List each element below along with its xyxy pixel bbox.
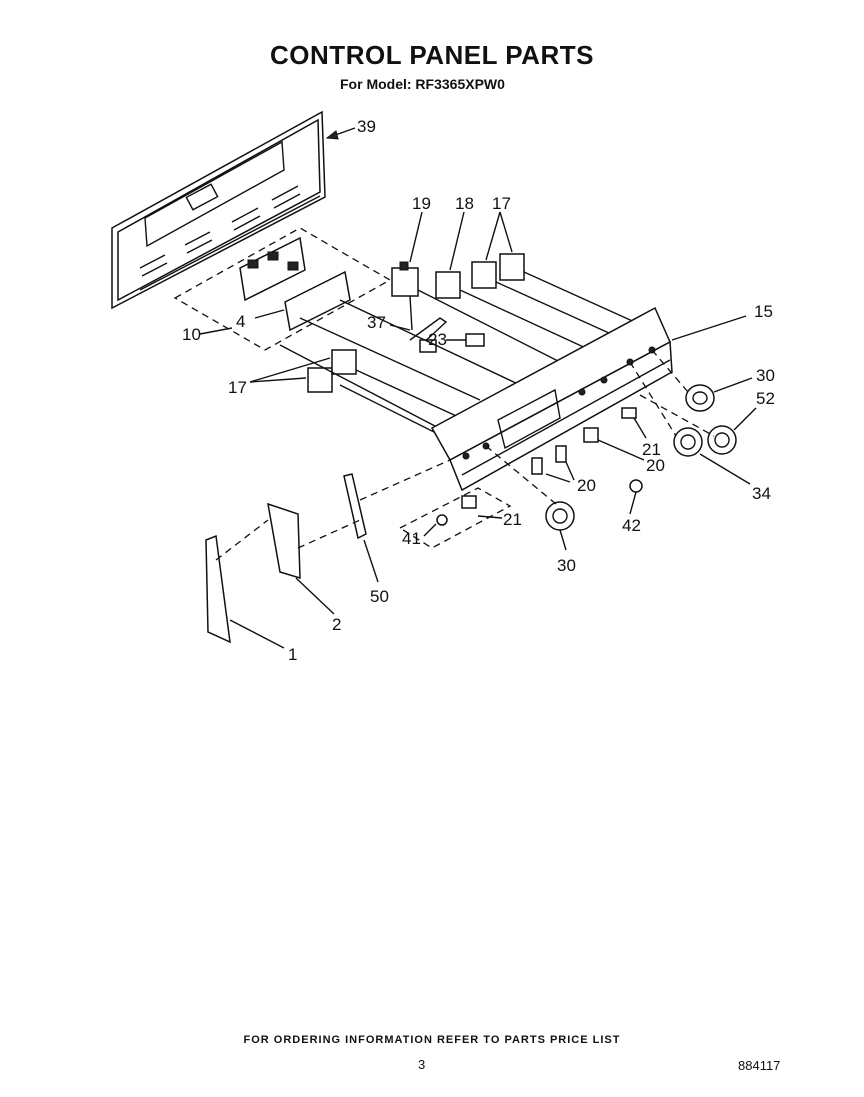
- part-2-end-cap: [267, 502, 361, 615]
- callout-30-right: 30: [756, 366, 775, 385]
- callout-20-center: 20: [577, 476, 596, 495]
- callout-17-top: 17: [492, 194, 511, 213]
- part-23-terminal: [446, 333, 485, 347]
- part-50-bracket: [343, 459, 451, 583]
- part-30-knob-lower: [485, 445, 575, 551]
- ordering-note: FOR ORDERING INFORMATION REFER TO PARTS …: [243, 1034, 621, 1046]
- page-title: CONTROL PANEL PARTS: [270, 40, 594, 70]
- callout-21-right: 21: [642, 440, 661, 459]
- callout-30-lower: 30: [557, 556, 576, 575]
- callout-20-right: 20: [646, 456, 665, 475]
- model-subtitle: For Model: RF3365XPW0: [340, 76, 505, 92]
- callout-17-left: 17: [228, 378, 247, 397]
- part-17-infinite-switches-top: [471, 211, 525, 289]
- part-39-backguard: [111, 110, 356, 310]
- document-number: 884117: [738, 1058, 781, 1073]
- part-1-end-cap: [205, 519, 285, 649]
- knob-alignment-lines: [629, 349, 715, 437]
- callout-39: 39: [357, 117, 376, 136]
- callout-2: 2: [332, 615, 341, 634]
- callout-15: 15: [754, 302, 773, 321]
- callout-37: 37: [367, 313, 386, 332]
- alignment-lines: [279, 271, 649, 451]
- part-20-clips-center: [531, 445, 575, 483]
- callout-34: 34: [752, 484, 771, 503]
- part-30-knob-right: [685, 377, 753, 412]
- part-15-control-panel: [430, 306, 747, 492]
- callout-23: 23: [428, 330, 447, 349]
- callout-41: 41: [402, 529, 421, 548]
- callout-18: 18: [455, 194, 474, 213]
- part-17-infinite-switches-left: [249, 349, 357, 393]
- part-10-clock-assembly: [173, 227, 392, 351]
- part-18-switch: [435, 211, 465, 299]
- part-21-clip-right: [621, 407, 647, 439]
- part-19-switch: [391, 211, 423, 331]
- callout-52: 52: [756, 389, 775, 408]
- part-42-pilot-light: [629, 479, 643, 515]
- part-52-knob: [707, 407, 757, 455]
- callout-21-lower: 21: [503, 510, 522, 529]
- callout-1: 1: [288, 645, 297, 664]
- part-41-21-assembly: [398, 487, 512, 549]
- callout-10: 10: [182, 325, 201, 344]
- page-number: 3: [418, 1057, 426, 1072]
- callout-4: 4: [236, 312, 245, 331]
- part-20-clip-right: [583, 427, 645, 461]
- callout-42: 42: [622, 516, 641, 535]
- callout-50: 50: [370, 587, 389, 606]
- part-34-knob: [673, 427, 751, 485]
- callout-19: 19: [412, 194, 431, 213]
